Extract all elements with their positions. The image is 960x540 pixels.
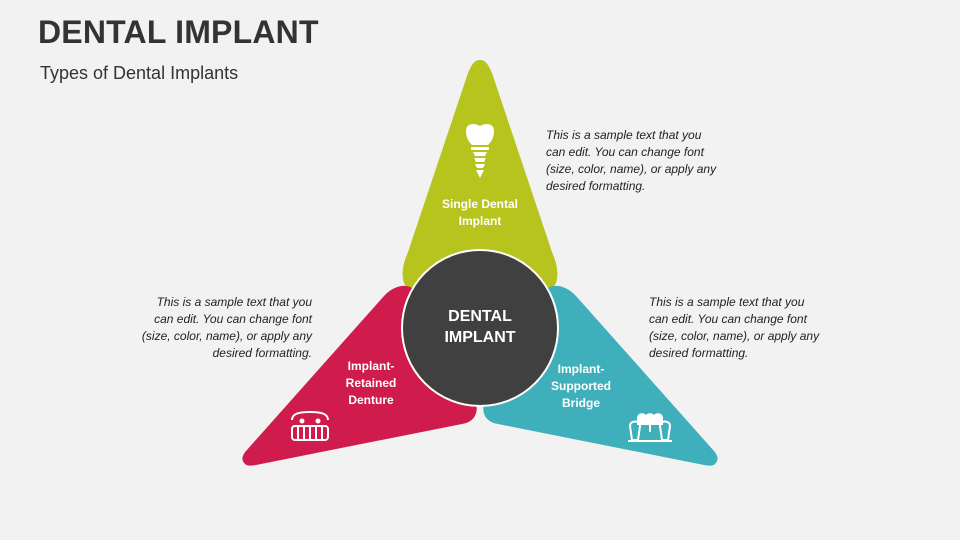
description-implant-retained-denture: This is a sample text that you can edit.… bbox=[141, 295, 312, 360]
segment-label-implant-retained-denture: Implant- Retained Denture bbox=[345, 359, 397, 407]
segment-label-single-dental-implant: Single Dental Implant bbox=[441, 197, 518, 228]
center-circle bbox=[401, 249, 559, 407]
description-implant-supported-bridge: This is a sample text that you can edit.… bbox=[649, 295, 820, 360]
denture-icon bbox=[291, 410, 329, 441]
center-label: DENTAL IMPLANT bbox=[444, 308, 516, 346]
dental-bridge-icon bbox=[628, 413, 672, 442]
slide-subtitle: Types of Dental Implants bbox=[40, 63, 239, 83]
description-single-dental-implant: This is a sample text that you can edit.… bbox=[546, 128, 717, 193]
tooth-implant-icon bbox=[466, 123, 494, 178]
slide-title: DENTAL IMPLANT bbox=[38, 14, 319, 50]
segment-label-implant-supported-bridge: Implant- Supported Bridge bbox=[551, 362, 611, 410]
